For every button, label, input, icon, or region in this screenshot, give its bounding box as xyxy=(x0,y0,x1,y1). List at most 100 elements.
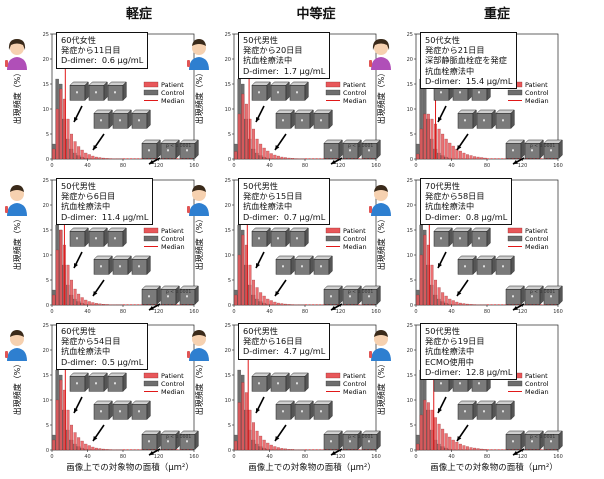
patient-bar-tail xyxy=(501,158,504,159)
patient-bar-tail xyxy=(504,158,507,159)
cube-particle xyxy=(459,237,461,240)
patient-bar xyxy=(77,146,81,160)
patient-bar xyxy=(248,409,252,451)
patient-bar-tail xyxy=(140,158,143,159)
thrombus-image-cube xyxy=(251,81,271,101)
patient-bar xyxy=(291,158,295,160)
cube-side xyxy=(309,109,314,129)
y-tick-label: 0 xyxy=(46,157,49,163)
patient-bar xyxy=(66,118,70,160)
cube-particle xyxy=(277,237,279,240)
patient-info-line: 発症から58日目 xyxy=(425,191,485,202)
y-tick-label: 10 xyxy=(225,253,231,259)
patient-bar-tail xyxy=(169,449,172,450)
arrow-head-icon xyxy=(74,117,78,122)
cube-particle xyxy=(100,119,102,122)
patient-bar xyxy=(273,446,277,451)
patient-bar xyxy=(77,437,81,451)
cube-particle xyxy=(502,265,504,268)
patient-bar-tail xyxy=(536,158,539,159)
cube-side xyxy=(328,255,333,275)
patient-info-line: 抗血栓療法中 xyxy=(243,201,293,212)
patient-bar-tail xyxy=(165,449,168,450)
avatar-device-icon xyxy=(369,206,372,213)
cube-particle xyxy=(464,119,466,122)
cube-particle xyxy=(349,149,351,152)
thrombus-image-cube xyxy=(495,400,515,420)
thrombus-image-cube xyxy=(160,139,180,159)
cube-side xyxy=(472,400,477,420)
patient-bar-tail xyxy=(487,158,489,159)
cube-particle xyxy=(148,295,150,298)
x-tick-label: 120 xyxy=(154,309,164,315)
cube-side xyxy=(486,227,491,247)
patient-bar-tail xyxy=(529,304,532,305)
y-tick-label: 10 xyxy=(225,398,231,404)
avatar-hair-icon xyxy=(10,330,24,337)
patient-bar-tail xyxy=(162,158,165,159)
y-tick-label: 5 xyxy=(228,278,231,284)
patient-bar xyxy=(252,128,256,160)
y-tick-label: 20 xyxy=(407,57,413,63)
patient-bar-tail xyxy=(354,304,357,305)
legend-patient-swatch xyxy=(143,81,159,88)
cube-particle xyxy=(138,265,140,268)
y-axis-label: 出現頻度（%） xyxy=(194,215,204,271)
y-tick-label: 0 xyxy=(228,157,231,163)
cube-particle xyxy=(148,149,150,152)
patient-bar xyxy=(241,382,245,451)
legend-median-label: Median xyxy=(525,97,549,105)
x-tick-label: 80 xyxy=(120,309,126,315)
patient-bar xyxy=(430,118,434,160)
cube-side xyxy=(156,139,161,159)
patient-bar-tail xyxy=(497,304,500,305)
patient-bar-tail xyxy=(547,449,550,450)
avatar-device-icon xyxy=(369,351,372,358)
patient-bar-tail xyxy=(126,449,129,450)
patient-bar xyxy=(473,447,477,451)
patient-bar-tail xyxy=(347,158,350,159)
patient-info-line: 発症から6日目 xyxy=(61,191,116,202)
thrombus-image-cube xyxy=(69,227,89,247)
patient-bar xyxy=(55,108,59,160)
patient-bar-tail xyxy=(329,158,332,159)
patient-bar-tail xyxy=(358,158,361,159)
thrombus-image-cube xyxy=(69,81,89,101)
patient-bar xyxy=(73,432,77,451)
thrombus-image-cube xyxy=(342,139,362,159)
cube-particle xyxy=(483,410,485,413)
cube-particle xyxy=(119,410,121,413)
cube-side xyxy=(146,255,151,275)
x-tick-label: 40 xyxy=(84,163,90,169)
patient-bar xyxy=(430,264,434,306)
x-tick-label: 80 xyxy=(302,163,308,169)
thrombus-image-cube xyxy=(543,139,563,159)
patient-info-line: 抗血栓療法中 xyxy=(243,55,293,66)
patient-bar-tail xyxy=(151,158,154,159)
patient-bar xyxy=(266,150,270,160)
cube-particle xyxy=(301,410,303,413)
patient-bar xyxy=(262,295,266,306)
patient-bar-tail xyxy=(529,449,532,450)
patient-bar-tail xyxy=(186,158,189,159)
cube-side xyxy=(448,227,453,247)
thrombus-image-cube xyxy=(289,227,309,247)
cube-side xyxy=(304,81,309,101)
patient-info-line: 50代女性 xyxy=(425,35,460,45)
cube-particle xyxy=(478,237,480,240)
thrombus-image-cube xyxy=(160,285,180,305)
y-tick-label: 25 xyxy=(407,178,413,184)
patient-bar-tail xyxy=(351,449,354,450)
cube-side xyxy=(108,109,113,129)
patient-bar xyxy=(73,288,77,306)
x-tick-label: 0 xyxy=(50,454,53,460)
y-tick-label: 5 xyxy=(228,423,231,429)
patient-bar xyxy=(434,417,438,451)
cube-side xyxy=(539,285,544,305)
patient-bar xyxy=(55,249,59,306)
thrombus-image-cube xyxy=(275,255,295,275)
patient-avatar-icon xyxy=(5,39,27,70)
legend-control-swatch xyxy=(507,89,523,96)
